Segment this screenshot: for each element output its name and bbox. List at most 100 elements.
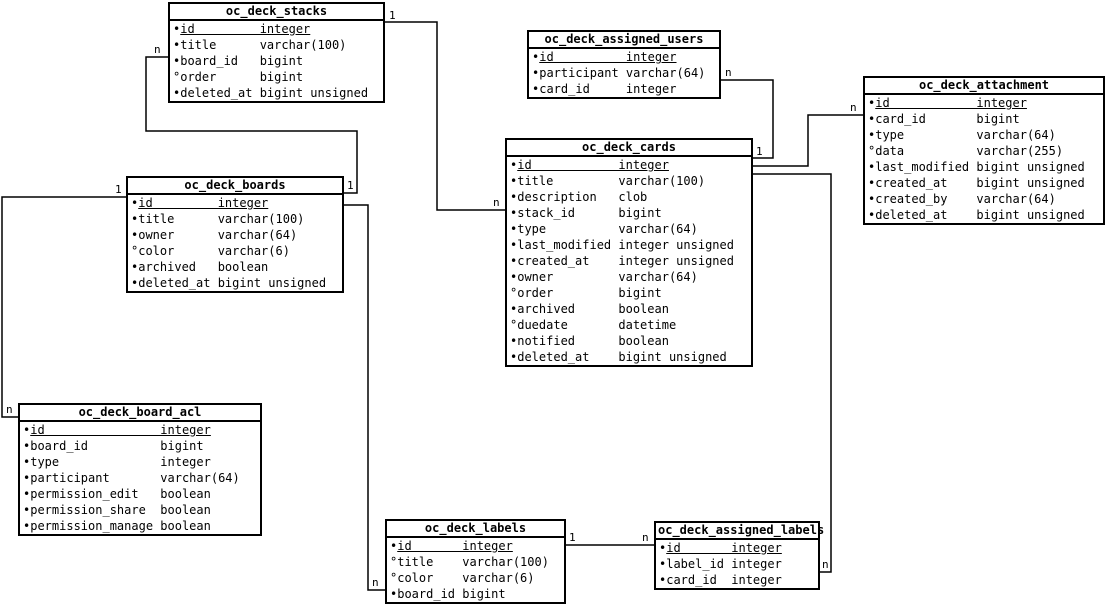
field-row-permission_manage: •permission_manage boolean xyxy=(20,518,260,534)
field-row-created_at: •created_at bigint unsigned xyxy=(865,175,1103,191)
field-text: created_by varchar(64) xyxy=(875,192,1056,206)
notnull-marker-icon: • xyxy=(131,212,139,226)
table-title: oc_deck_assigned_users xyxy=(529,32,719,49)
field-text: card_id integer xyxy=(539,82,677,96)
relation-line-oc_deck_boards-oc_deck_board_acl xyxy=(1,196,126,418)
field-text: deleted_at bigint unsigned xyxy=(138,276,327,290)
table-title: oc_deck_stacks xyxy=(170,4,383,21)
relation-line-oc_deck_cards-oc_deck_assigned_users xyxy=(721,79,774,159)
primary-key-field-text: id integer xyxy=(30,423,211,437)
field-text: card_id integer xyxy=(666,573,782,587)
notnull-marker-icon: • xyxy=(510,238,518,252)
field-row-owner: •owner varchar(64) xyxy=(507,269,751,285)
field-row-data: °data varchar(255) xyxy=(865,143,1103,159)
relation-line-oc_deck_cards-oc_deck_assigned_labels xyxy=(753,173,832,573)
field-row-id: •id integer xyxy=(529,49,719,65)
notnull-marker-icon: • xyxy=(173,22,181,36)
field-text: participant varchar(64) xyxy=(539,66,706,80)
notnull-marker-icon: • xyxy=(510,174,518,188)
field-text: permission_share boolean xyxy=(30,503,211,517)
table-oc_deck_board_acl: oc_deck_board_acl•id integer•board_id bi… xyxy=(18,403,262,536)
notnull-marker-icon: • xyxy=(532,50,540,64)
notnull-marker-icon: • xyxy=(131,196,139,210)
nullable-marker-icon: ° xyxy=(510,286,518,300)
notnull-marker-icon: • xyxy=(659,541,667,555)
notnull-marker-icon: • xyxy=(131,228,139,242)
field-text: label_id integer xyxy=(666,557,782,571)
nullable-marker-icon: ° xyxy=(131,244,139,258)
notnull-marker-icon: • xyxy=(868,160,876,174)
field-text: description clob xyxy=(517,190,648,204)
notnull-marker-icon: • xyxy=(510,350,518,364)
notnull-marker-icon: • xyxy=(23,439,31,453)
notnull-marker-icon: • xyxy=(659,557,667,571)
field-text: color varchar(6) xyxy=(397,571,535,585)
table-oc_deck_cards: oc_deck_cards•id integer•title varchar(1… xyxy=(505,138,753,367)
field-row-stack_id: •stack_id bigint xyxy=(507,205,751,221)
notnull-marker-icon: • xyxy=(532,82,540,96)
field-text: deleted_at bigint unsigned xyxy=(517,350,727,364)
field-row-type: •type varchar(64) xyxy=(865,127,1103,143)
field-row-id: •id integer xyxy=(128,195,342,211)
field-text: permission_manage boolean xyxy=(30,519,211,533)
notnull-marker-icon: • xyxy=(868,128,876,142)
field-text: owner varchar(64) xyxy=(138,228,298,242)
primary-key-field-text: id integer xyxy=(539,50,677,64)
field-text: card_id bigint xyxy=(875,112,1020,126)
field-text: deleted_at bigint unsigned xyxy=(875,208,1085,222)
cardinality-label: 1 xyxy=(569,531,576,544)
notnull-marker-icon: • xyxy=(23,487,31,501)
field-text: color varchar(6) xyxy=(138,244,290,258)
field-row-board_id: •board_id bigint xyxy=(170,53,383,69)
notnull-marker-icon: • xyxy=(510,334,518,348)
notnull-marker-icon: • xyxy=(23,471,31,485)
primary-key-field-text: id integer xyxy=(180,22,311,36)
field-text: last_modified integer unsigned xyxy=(517,238,734,252)
notnull-marker-icon: • xyxy=(868,112,876,126)
table-oc_deck_attachment: oc_deck_attachment•id integer•card_id bi… xyxy=(863,76,1105,225)
notnull-marker-icon: • xyxy=(173,38,181,52)
field-row-participant: •participant varchar(64) xyxy=(20,470,260,486)
field-row-permission_edit: •permission_edit boolean xyxy=(20,486,260,502)
field-text: board_id bigint xyxy=(397,587,506,601)
field-row-participant: •participant varchar(64) xyxy=(529,65,719,81)
notnull-marker-icon: • xyxy=(510,206,518,220)
field-row-type: •type varchar(64) xyxy=(507,221,751,237)
table-title: oc_deck_board_acl xyxy=(20,405,260,422)
notnull-marker-icon: • xyxy=(23,423,31,437)
field-text: duedate datetime xyxy=(517,318,677,332)
relation-line-oc_deck_boards-oc_deck_stacks xyxy=(145,56,358,194)
primary-key-field-text: id integer xyxy=(517,158,669,172)
cardinality-label: n xyxy=(642,531,649,544)
notnull-marker-icon: • xyxy=(510,158,518,172)
notnull-marker-icon: • xyxy=(510,190,518,204)
field-text: permission_edit boolean xyxy=(30,487,211,501)
notnull-marker-icon: • xyxy=(868,208,876,222)
primary-key-field-text: id integer xyxy=(875,96,1027,110)
field-row-notified: •notified boolean xyxy=(507,333,751,349)
notnull-marker-icon: • xyxy=(510,222,518,236)
table-oc_deck_stacks: oc_deck_stacks•id integer•title varchar(… xyxy=(168,2,385,103)
field-text: order bigint xyxy=(517,286,662,300)
notnull-marker-icon: • xyxy=(390,587,398,601)
nullable-marker-icon: ° xyxy=(868,144,876,158)
field-row-duedate: °duedate datetime xyxy=(507,317,751,333)
field-row-color: °color varchar(6) xyxy=(387,570,564,586)
field-text: notified boolean xyxy=(517,334,669,348)
notnull-marker-icon: • xyxy=(173,86,181,100)
field-row-last_modified: •last_modified bigint unsigned xyxy=(865,159,1103,175)
field-text: type integer xyxy=(30,455,211,469)
field-row-archived: •archived boolean xyxy=(507,301,751,317)
field-row-archived: •archived boolean xyxy=(128,259,342,275)
field-text: data varchar(255) xyxy=(875,144,1064,158)
notnull-marker-icon: • xyxy=(868,96,876,110)
notnull-marker-icon: • xyxy=(23,455,31,469)
field-row-created_by: •created_by varchar(64) xyxy=(865,191,1103,207)
field-row-card_id: •card_id bigint xyxy=(865,111,1103,127)
field-row-order: °order bigint xyxy=(170,69,383,85)
notnull-marker-icon: • xyxy=(532,66,540,80)
notnull-marker-icon: • xyxy=(659,573,667,587)
field-row-title: •title varchar(100) xyxy=(128,211,342,227)
field-row-title: •title varchar(100) xyxy=(170,37,383,53)
field-row-permission_share: •permission_share boolean xyxy=(20,502,260,518)
